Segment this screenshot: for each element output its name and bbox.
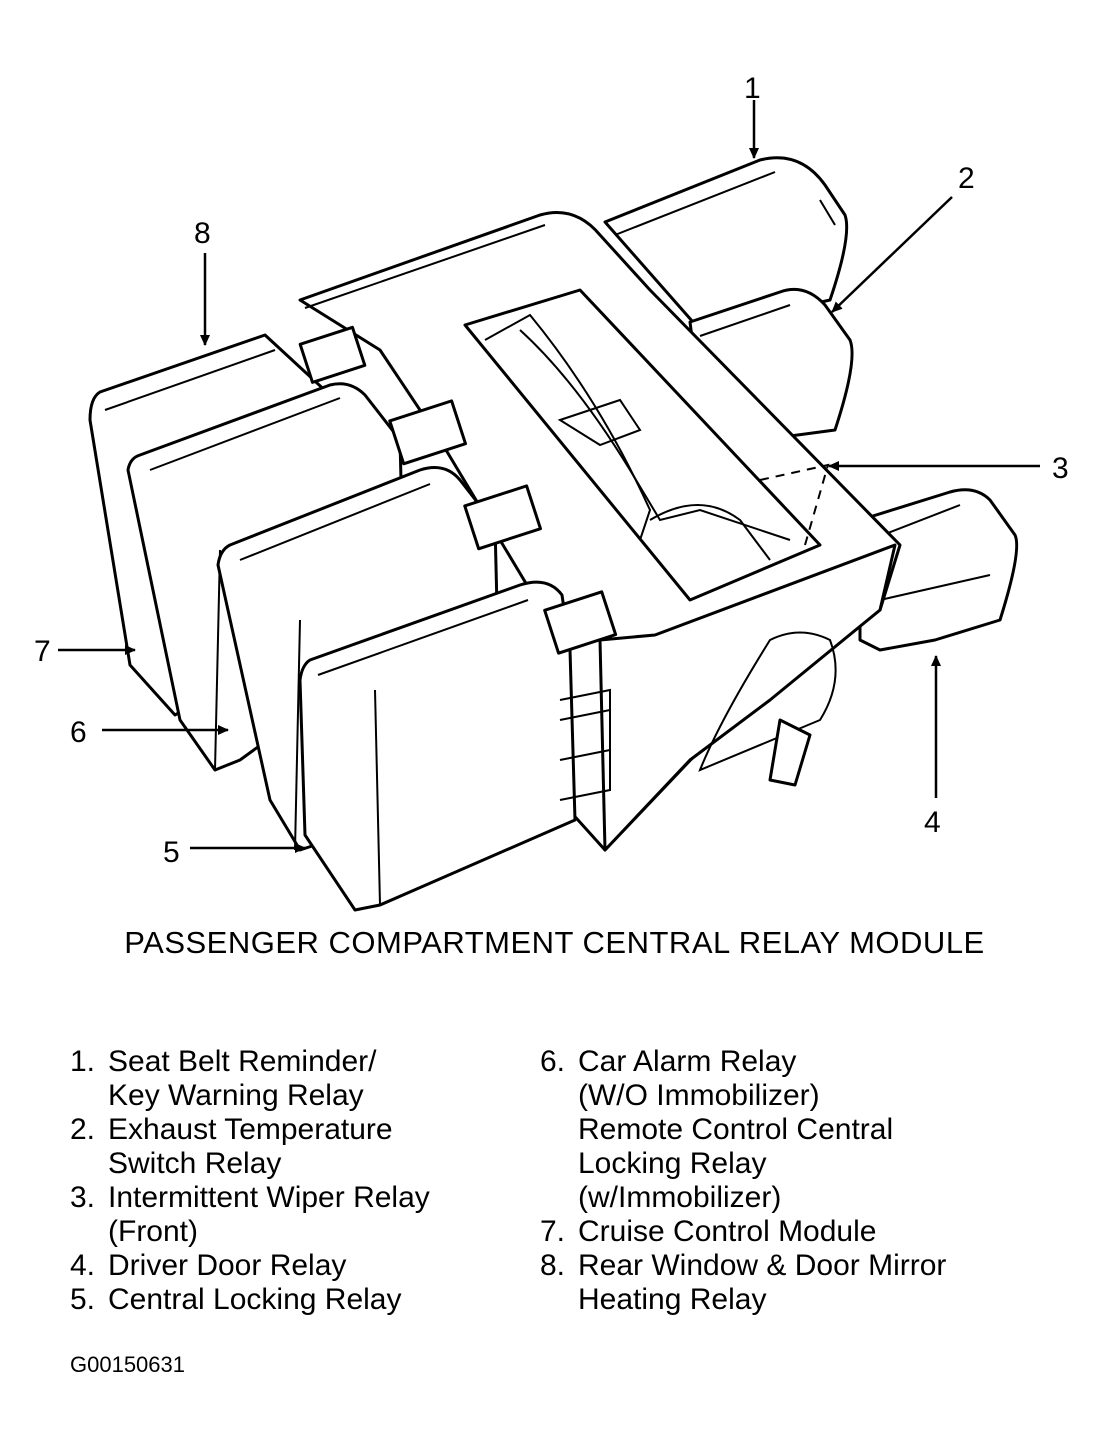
legend-number: 2. xyxy=(70,1113,96,1146)
legend-number: 6. xyxy=(540,1045,566,1078)
legend-number: 5. xyxy=(70,1283,96,1316)
legend-text: Seat Belt Reminder/ Key Warning Relay xyxy=(108,1045,377,1112)
callout-2: 2 xyxy=(958,162,975,195)
legend-number: 8. xyxy=(540,1249,566,1282)
diagram-title: PASSENGER COMPARTMENT CENTRAL RELAY MODU… xyxy=(124,925,985,960)
relay-1-seat-belt-reminder xyxy=(603,156,849,332)
legend-item-7: 7. Cruise Control Module xyxy=(540,1215,1020,1249)
legend-right-column: 6. Car Alarm Relay (W/O Immobilizer) Remo… xyxy=(540,1045,1020,1317)
legend-text: Exhaust Temperature Switch Relay xyxy=(108,1113,393,1180)
legend-number: 1. xyxy=(70,1045,96,1078)
legend-item-3: 3. Intermittent Wiper Relay (Front) xyxy=(70,1181,510,1249)
relay-5-central-locking xyxy=(298,580,618,912)
figure-id: G00150631 xyxy=(70,1352,185,1377)
legend-item-6: 6. Car Alarm Relay (W/O Immobilizer) Remo… xyxy=(540,1045,1020,1215)
legend-item-4: 4. Driver Door Relay xyxy=(70,1249,510,1283)
legend-number: 7. xyxy=(540,1215,566,1248)
legend-text: Intermittent Wiper Relay (Front) xyxy=(108,1181,430,1248)
legend-text: Rear Window & Door Mirror Heating Relay xyxy=(578,1249,947,1316)
legend-number: 4. xyxy=(70,1249,96,1282)
callout-7: 7 xyxy=(34,635,51,668)
callout-1: 1 xyxy=(744,72,761,105)
legend-item-1: 1. Seat Belt Reminder/ Key Warning Relay xyxy=(70,1045,510,1113)
callout-arrow-2 xyxy=(831,196,953,313)
legend-text: Car Alarm Relay (W/O Immobilizer) Remote… xyxy=(578,1045,894,1214)
callout-5: 5 xyxy=(163,836,180,869)
legend-text: Central Locking Relay xyxy=(108,1283,402,1316)
legend-number: 3. xyxy=(70,1181,96,1214)
legend-left-column: 1.Seat Belt Reminder/ Key Warning Relay … xyxy=(70,1045,510,1317)
legend-item-2: 2. Exhaust Temperature Switch Relay xyxy=(70,1113,510,1181)
relay-module-illustration: 1 2 3 4 5 6 7 8 xyxy=(34,72,1069,912)
legend-text: Driver Door Relay xyxy=(108,1249,347,1282)
callout-3: 3 xyxy=(1052,452,1069,485)
legend-text: Cruise Control Module xyxy=(578,1215,877,1248)
central-housing xyxy=(298,211,902,852)
legend-item-8: 8. Rear Window & Door Mirror Heating Rela… xyxy=(540,1249,1020,1317)
callout-8: 8 xyxy=(194,217,211,250)
callout-4: 4 xyxy=(924,806,941,839)
legend-item-5: 5. Central Locking Relay xyxy=(70,1283,510,1317)
callout-6: 6 xyxy=(70,716,87,749)
